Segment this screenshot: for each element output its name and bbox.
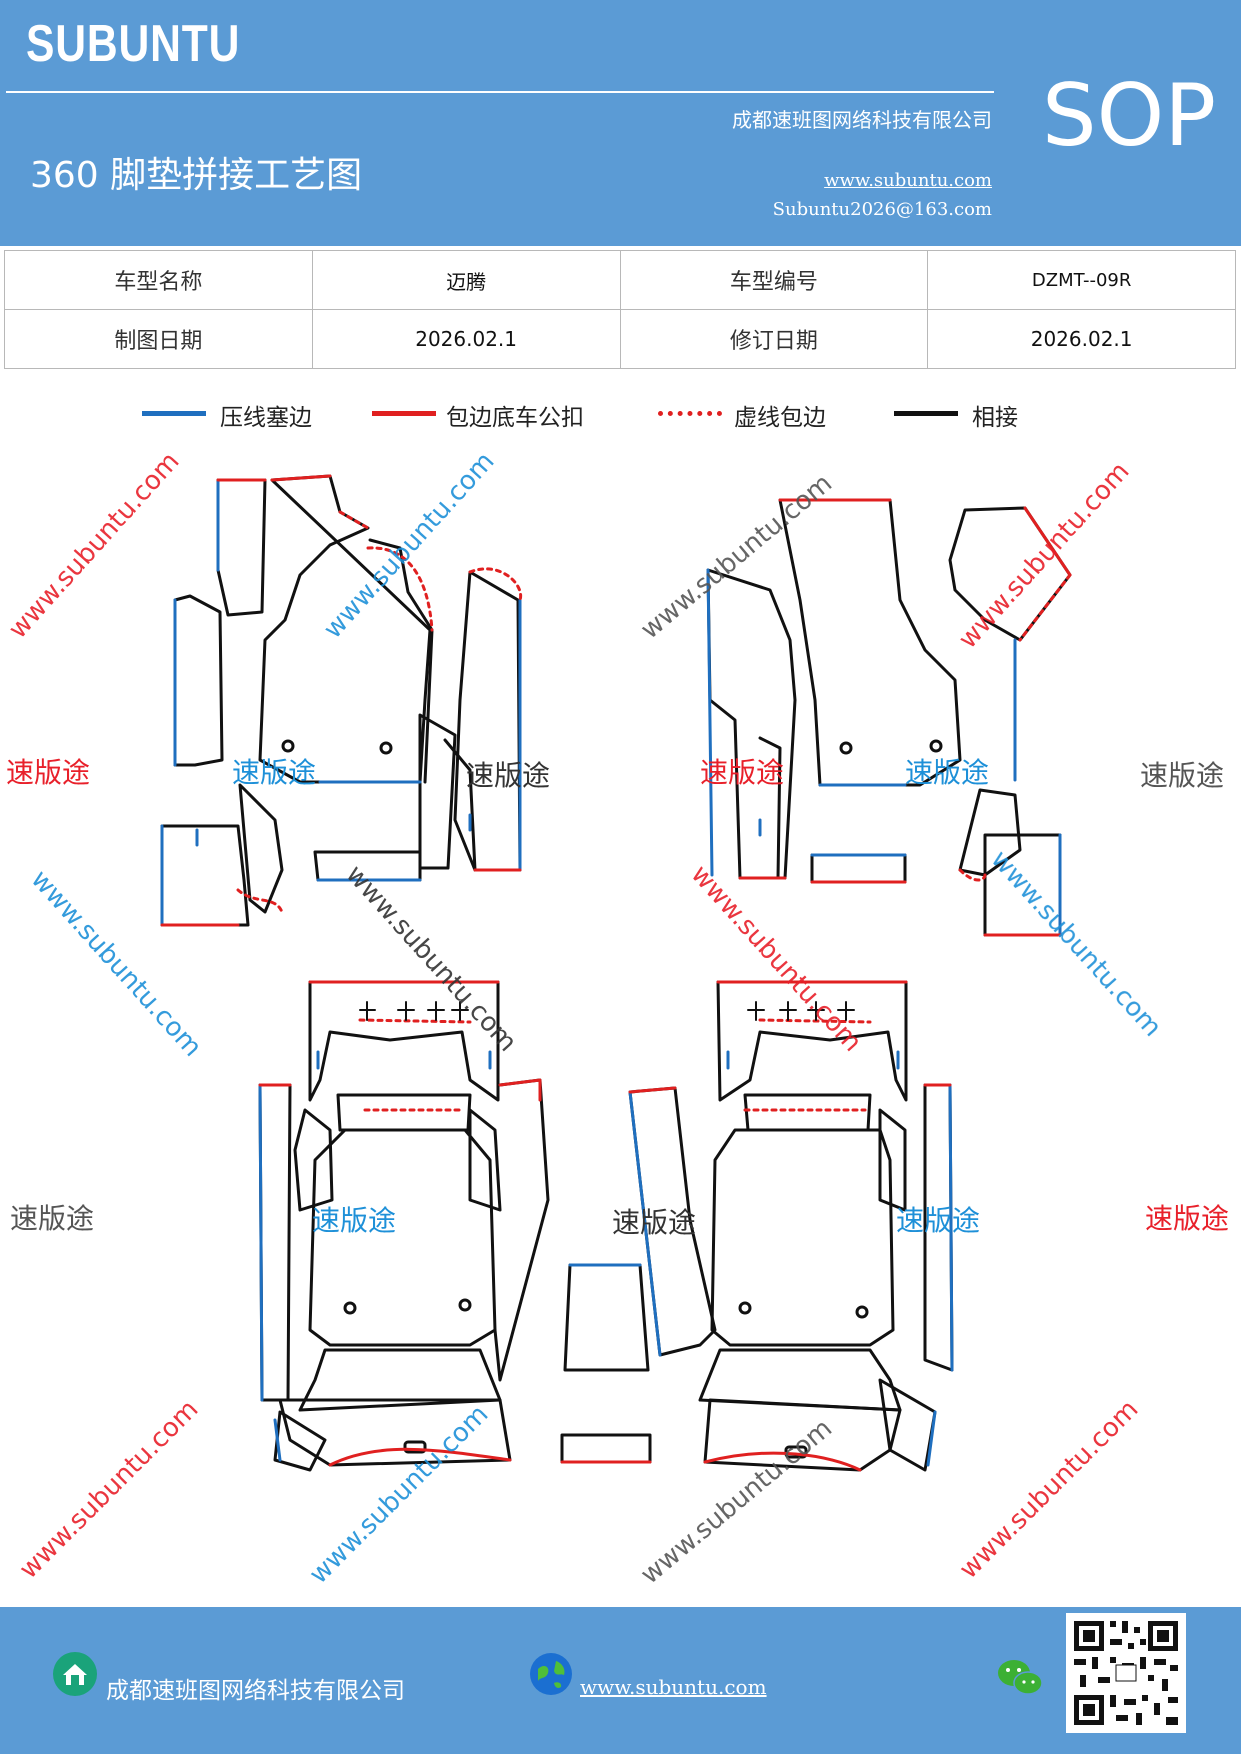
watermark-url: www.subuntu.com: [635, 468, 838, 645]
table-cell: 制图日期: [4, 309, 313, 369]
brand-logo: SUBUNTU: [26, 15, 241, 73]
watermark-brand: 速版途: [612, 1206, 696, 1239]
mat-group-front-left: [160, 474, 522, 927]
legend-label: 相接: [972, 405, 1018, 431]
watermark-brand: 速版途: [700, 756, 784, 789]
wechat-icon: [998, 1660, 1043, 1695]
page-title: 360 脚垫拼接工艺图: [30, 155, 363, 196]
watermark-url: www.subuntu.com: [635, 1413, 838, 1590]
watermark-url: www.subuntu.com: [685, 860, 868, 1058]
legend-swatch-red-dotted: [658, 411, 722, 416]
info-table: 车型名称 迈腾 车型编号 DZMT--09R 制图日期 2026.02.1 修订…: [4, 250, 1236, 369]
table-cell: 2026.02.1: [311, 309, 621, 369]
table-cell: 2026.02.1: [927, 309, 1236, 369]
watermark-brand: 速版途: [312, 1204, 396, 1237]
legend-label: 虚线包边: [734, 405, 826, 431]
legend-label: 压线塞边: [220, 405, 312, 431]
watermark-brand: 速版途: [466, 759, 550, 792]
watermark-brand: 速版途: [6, 756, 90, 789]
sop-badge: SOP: [1042, 66, 1217, 166]
watermark-url: www.subuntu.com: [304, 1399, 495, 1590]
legend-swatch-black: [894, 411, 958, 416]
footer: 成都速班图网络科技有限公司 www.subuntu.com: [0, 1607, 1241, 1754]
header: SUBUNTU 成都速班图网络科技有限公司 360 脚垫拼接工艺图 www.su…: [0, 0, 1241, 246]
watermark-url: www.subuntu.com: [14, 1394, 205, 1585]
header-divider: [6, 91, 994, 93]
legend: 压线塞边 包边底车公扣 虚线包边 相接: [0, 398, 1241, 438]
watermark-url: www.subuntu.com: [985, 845, 1168, 1043]
watermark-url: www.subuntu.com: [25, 865, 208, 1063]
watermark-url: www.subuntu.com: [3, 447, 186, 645]
website-link[interactable]: www.subuntu.com: [824, 170, 992, 191]
globe-icon: [530, 1653, 572, 1695]
table-row: 制图日期 2026.02.1 修订日期 2026.02.1: [4, 309, 1236, 369]
legend-swatch-blue: [142, 411, 206, 416]
watermark-url: www.subuntu.com: [318, 447, 501, 645]
qr-code: [1066, 1613, 1186, 1733]
watermark-brand: 速版途: [905, 756, 989, 789]
table-cell: DZMT--09R: [927, 250, 1236, 310]
watermark-brand: 速版途: [10, 1202, 94, 1235]
table-cell: 车型名称: [4, 250, 313, 310]
contact-email[interactable]: Subuntu2026@163.com: [772, 199, 992, 220]
legend-swatch-red: [372, 411, 436, 416]
watermark-url: www.subuntu.com: [340, 860, 523, 1058]
watermark-brand: 速版途: [232, 756, 316, 789]
watermark-brand: 速版途: [1140, 759, 1224, 792]
watermark-url-layer: www.subuntu.com www.subuntu.com www.subu…: [3, 447, 1168, 1591]
floor-mat-diagram: 速版途 速版途 速版途 速版途 速版途 速版途 速版途 速版途 速版途 速版途 …: [3, 447, 1229, 1591]
watermark-url: www.subuntu.com: [953, 457, 1136, 655]
watermark-url: www.subuntu.com: [954, 1394, 1145, 1585]
watermark-brand: 速版途: [896, 1204, 980, 1237]
table-cell: 迈腾: [311, 250, 621, 310]
mat-group-rear-left: [258, 980, 652, 1472]
watermark-brand: 速版途: [1145, 1202, 1229, 1235]
watermark-layer: 速版途 速版途 速版途 速版途 速版途 速版途 速版途 速版途 速版途 速版途 …: [6, 756, 1229, 1239]
table-row: 车型名称 迈腾 车型编号 DZMT--09R: [4, 250, 1236, 310]
table-cell: 修订日期: [619, 309, 929, 369]
table-cell: 车型编号: [619, 250, 929, 310]
legend-label: 包边底车公扣: [446, 405, 584, 431]
footer-company: 成都速班图网络科技有限公司: [106, 1678, 405, 1704]
footer-website[interactable]: www.subuntu.com: [580, 1675, 767, 1699]
home-icon: [53, 1652, 97, 1696]
company-name: 成都速班图网络科技有限公司: [732, 108, 992, 132]
edge-blue: [160, 480, 522, 927]
mat-group-rear-right: [628, 980, 954, 1472]
